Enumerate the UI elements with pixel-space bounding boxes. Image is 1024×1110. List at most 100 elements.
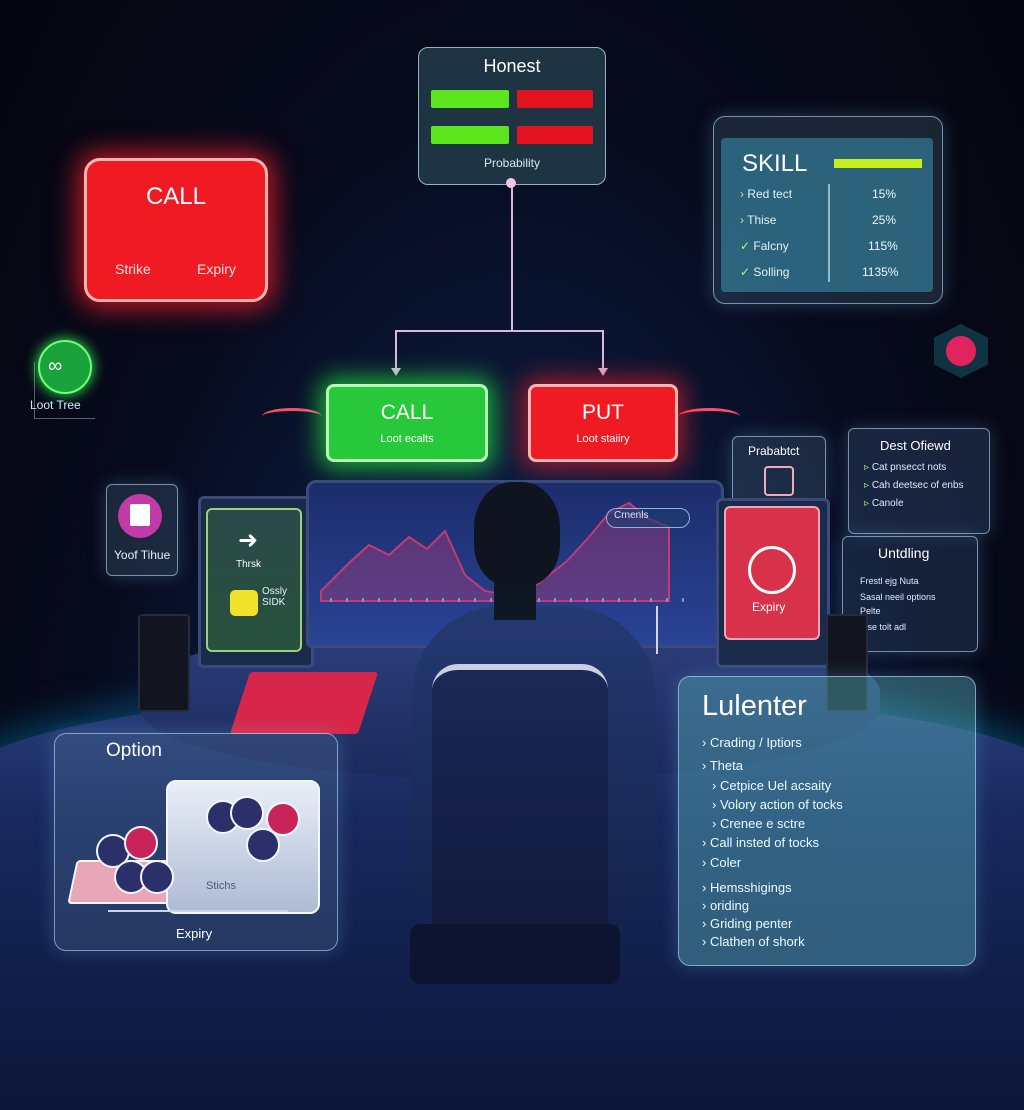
left-monitor-screen[interactable] <box>206 508 302 652</box>
lulenter-item[interactable]: › Crenee e sctre <box>712 816 806 831</box>
best-offered-title: Dest Ofiewd <box>880 438 951 453</box>
lulenter-item[interactable]: › Clathen of shork <box>702 934 805 949</box>
check-icon: ▹ <box>864 480 870 491</box>
honest-footer: Probability <box>483 156 541 170</box>
lulenter-item[interactable]: › Hemsshigings <box>702 880 792 895</box>
lulenter-item[interactable]: › Griding penter <box>702 916 793 931</box>
skill-divider <box>828 184 830 282</box>
honest-bar-red-2 <box>517 126 593 144</box>
connector-arrow-right <box>602 330 604 370</box>
skill-row-label: Red tect <box>747 187 793 201</box>
best-offered-item[interactable]: ▹ Cat pnsecct nots <box>864 462 946 473</box>
lulenter-item[interactable]: › Crading / Iptiors <box>702 735 802 750</box>
lulenter-item-label: Theta <box>709 758 743 773</box>
put-button-sub: Loot staiiry <box>576 433 630 445</box>
call-button[interactable]: CALL Loot ecalts <box>326 384 488 462</box>
best-offered-item[interactable]: ▹ Cah deetsec of enbs <box>864 480 964 491</box>
honest-panel: Honest Probability <box>418 47 606 185</box>
arrow-right-icon: ➜ <box>238 527 259 554</box>
put-button-label: PUT <box>582 401 624 424</box>
lulenter-item[interactable]: › Cetpice Uel acsaity <box>712 778 832 793</box>
check-icon: ✓ <box>740 265 751 279</box>
probability-tile-label: Prababtct <box>748 444 800 458</box>
lulenter-item-label: Clathen of shork <box>709 934 805 949</box>
lulenter-item-label: Volory action of tocks <box>719 797 843 812</box>
skill-row-label: Falcny <box>753 239 789 253</box>
arrowhead-left-icon <box>391 368 401 376</box>
swoosh-right <box>678 408 740 425</box>
option-divider <box>108 910 288 912</box>
connector-line <box>511 183 513 331</box>
yoof-tile-label: Yoof Tihue <box>114 548 171 562</box>
skill-row-value: 25% <box>872 213 897 227</box>
skill-row: › Thise <box>740 213 776 227</box>
coin-icon <box>246 828 280 862</box>
lulenter-title: Lulenter <box>702 690 807 722</box>
chair-base <box>410 924 620 984</box>
connector-arrow-left <box>395 330 397 370</box>
chair-back <box>432 664 608 930</box>
loot-tree-frame <box>34 362 95 419</box>
call-card-expiry: Expiry <box>197 261 236 277</box>
lulenter-item[interactable]: › Volory action of tocks <box>712 797 843 812</box>
best-offered-item[interactable]: ▹ Canole <box>864 498 904 509</box>
connector-line-horizontal <box>396 330 604 332</box>
note-icon <box>118 494 162 538</box>
lulenter-item[interactable]: › Theta <box>702 758 743 773</box>
chevron-right-icon: › <box>740 187 744 201</box>
loop-icon[interactable]: ∞ <box>38 340 92 394</box>
undling-item: Frestl ejg Nuta <box>860 576 919 586</box>
lulenter-item-label: Crenee e sctre <box>719 816 806 831</box>
call-button-label: CALL <box>380 401 434 424</box>
undling-title: Untdling <box>878 545 930 561</box>
right-monitor-label: Expiry <box>752 600 786 614</box>
best-offered-item-label: Canole <box>871 498 904 509</box>
skill-row: › Red tect <box>740 187 792 201</box>
skill-row: ✓ Solling <box>740 265 789 279</box>
lulenter-item[interactable]: › Call insted of tocks <box>702 835 820 850</box>
skill-progress-bar <box>834 159 922 168</box>
speaker-right <box>826 614 868 712</box>
skill-row-label: Thise <box>747 213 777 227</box>
check-icon: ▹ <box>864 498 870 509</box>
call-card-strike: Strike <box>115 261 151 277</box>
lulenter-item[interactable]: › Coler <box>702 855 742 870</box>
option-chest-label: Stichs <box>206 880 236 892</box>
infinity-icon: ∞ <box>48 355 63 377</box>
call-card-title: CALL <box>145 183 207 210</box>
speaker-left <box>138 614 190 712</box>
lulenter-item-label: oriding <box>709 898 749 913</box>
left-monitor-label: Thrsk <box>236 559 261 570</box>
chevron-right-icon: › <box>740 213 744 227</box>
call-button-sub: Loot ecalts <box>380 433 434 445</box>
lulenter-item-label: Cetpice Uel acsaity <box>719 778 832 793</box>
lulenter-item[interactable]: › oriding <box>702 898 749 913</box>
skill-row-value: 1135% <box>862 265 899 279</box>
best-offered-item-label: Cat pnsecct nots <box>871 462 947 473</box>
honest-title: Honest <box>483 56 541 76</box>
lulenter-item-label: Griding penter <box>709 916 793 931</box>
option-footer: Expiry <box>176 926 213 941</box>
lulenter-panel <box>678 676 976 966</box>
skill-row-value: 115% <box>868 239 898 253</box>
skill-row: ✓ Falcny <box>740 239 789 253</box>
chart-legend-pill[interactable] <box>606 508 690 528</box>
skill-title: SKILL <box>742 150 808 177</box>
best-offered-panel <box>848 428 990 534</box>
put-button[interactable]: PUT Loot staiiry <box>528 384 678 462</box>
person-neck <box>494 580 536 620</box>
option-title: Option <box>106 740 162 761</box>
sticky-note-icon <box>230 590 258 616</box>
honest-bar-green-1 <box>431 90 509 108</box>
coin-icon <box>230 796 264 830</box>
call-card[interactable]: CALL Strike Expiry <box>84 158 268 302</box>
skill-row-value: 15% <box>872 187 897 201</box>
check-icon: ▹ <box>864 462 870 473</box>
coin-icon <box>124 826 158 860</box>
globe-icon <box>946 336 976 366</box>
note-icon-sheet <box>130 504 150 526</box>
left-monitor-note: Ossly SIDK <box>262 586 287 608</box>
undling-item: Sasal neeil options <box>860 592 936 602</box>
loot-tree-label: Loot Tree <box>30 398 81 412</box>
coin-icon <box>140 860 174 894</box>
